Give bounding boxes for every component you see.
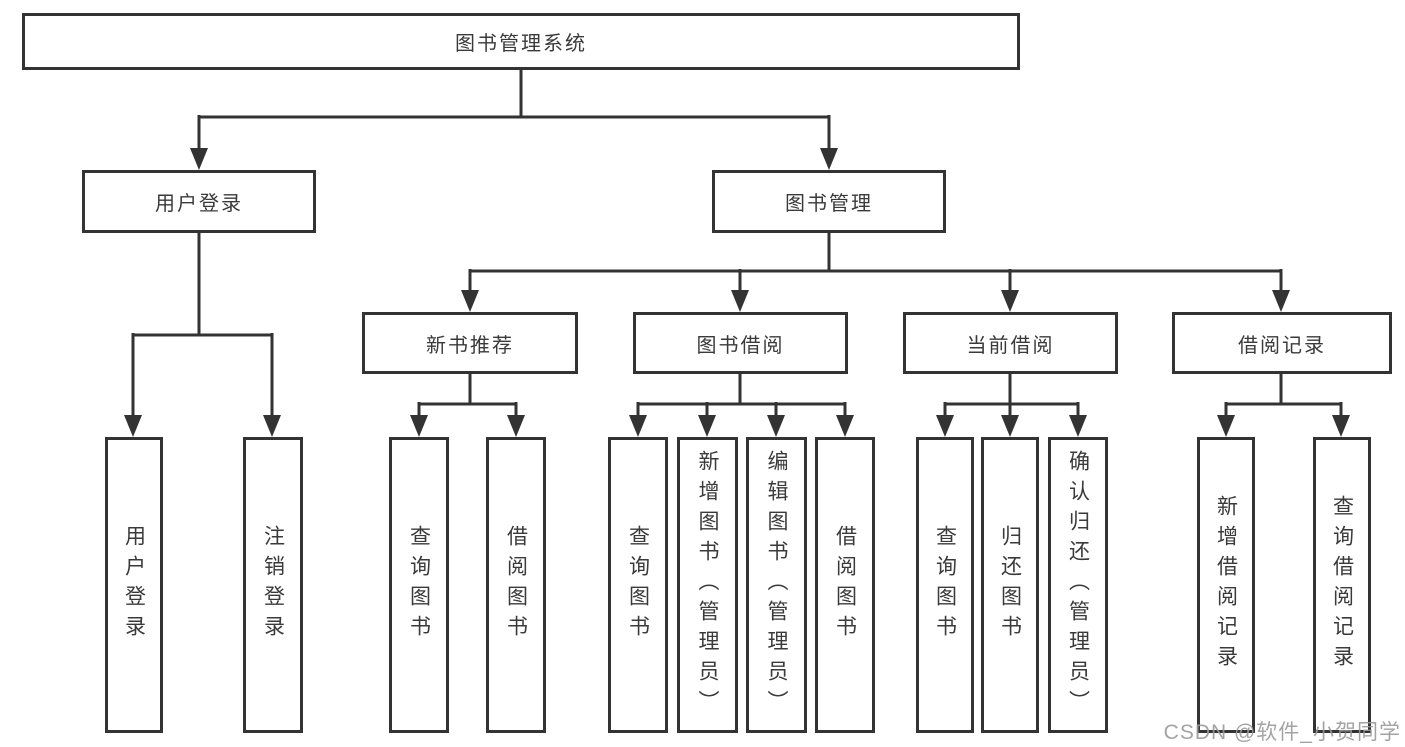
node-current-borrowing-label: 当前借阅 (966, 334, 1055, 357)
leaf-confirm-return-admin: 确认归还（管理员） (1048, 437, 1108, 733)
leaf-add-book-admin: 新增图书（管理员） (677, 437, 738, 733)
leaf-edit-book-admin-label: 编辑图书（管理员） (765, 450, 788, 720)
node-book-management: 图书管理 (712, 170, 946, 233)
node-book-borrowing: 图书借阅 (633, 312, 848, 374)
leaf-borrow-books-label: 借阅图书 (833, 525, 857, 645)
leaf-query-books-borrow-label: 查询图书 (626, 525, 650, 645)
leaf-logout: 注销登录 (243, 437, 303, 733)
connector-root-to-level2 (190, 70, 838, 170)
leaf-query-books-recommend: 查询图书 (389, 437, 449, 733)
connector-book-management-to-level3 (461, 233, 1290, 312)
node-borrowing-records-label: 借阅记录 (1238, 334, 1326, 357)
leaf-edit-book-admin: 编辑图书（管理员） (746, 437, 807, 733)
leaf-query-books-current-label: 查询图书 (933, 525, 957, 645)
csdn-watermark: CSDN @软件_小贺同学 (1163, 721, 1401, 744)
node-user-login: 用户登录 (82, 170, 316, 233)
leaf-query-borrow-record: 查询借阅记录 (1313, 437, 1371, 733)
connector-new-book-recommend-to-leaves (410, 374, 525, 437)
leaf-return-books: 归还图书 (981, 437, 1039, 733)
leaf-borrow-books-recommend-label: 借阅图书 (504, 525, 528, 645)
connector-borrowing-records-to-leaves (1217, 374, 1350, 437)
node-book-borrowing-label: 图书借阅 (696, 334, 785, 357)
leaf-query-books-current: 查询图书 (916, 437, 974, 733)
node-new-book-recommend: 新书推荐 (362, 312, 578, 374)
connector-current-borrowing-to-leaves (936, 374, 1087, 437)
leaf-logout-label: 注销登录 (261, 525, 285, 645)
leaf-query-books-borrow: 查询图书 (608, 437, 668, 733)
node-current-borrowing: 当前借阅 (903, 312, 1118, 374)
leaf-return-books-label: 归还图书 (998, 525, 1022, 645)
leaf-confirm-return-admin-label: 确认归还（管理员） (1066, 450, 1090, 720)
leaf-add-book-admin-label: 新增图书（管理员） (696, 450, 719, 720)
node-borrowing-records: 借阅记录 (1172, 312, 1392, 374)
leaf-borrow-books: 借阅图书 (815, 437, 875, 733)
leaf-query-borrow-record-label: 查询借阅记录 (1330, 495, 1354, 675)
leaf-add-borrow-record-label: 新增借阅记录 (1214, 495, 1238, 675)
leaf-add-borrow-record: 新增借阅记录 (1197, 437, 1255, 733)
node-book-management-label: 图书管理 (785, 193, 873, 215)
leaf-user-login-label: 用户登录 (122, 525, 146, 645)
leaf-query-books-recommend-label: 查询图书 (407, 525, 431, 645)
leaf-borrow-books-recommend: 借阅图书 (486, 437, 546, 733)
node-library-system-label: 图书管理系统 (455, 33, 587, 55)
node-user-login-label: 用户登录 (155, 193, 243, 215)
connector-book-borrowing-to-leaves (629, 374, 854, 437)
leaf-user-login: 用户登录 (105, 437, 163, 733)
node-new-book-recommend-label: 新书推荐 (426, 334, 514, 357)
connector-user-login-to-leaves (124, 233, 281, 437)
node-library-system: 图书管理系统 (22, 13, 1020, 70)
